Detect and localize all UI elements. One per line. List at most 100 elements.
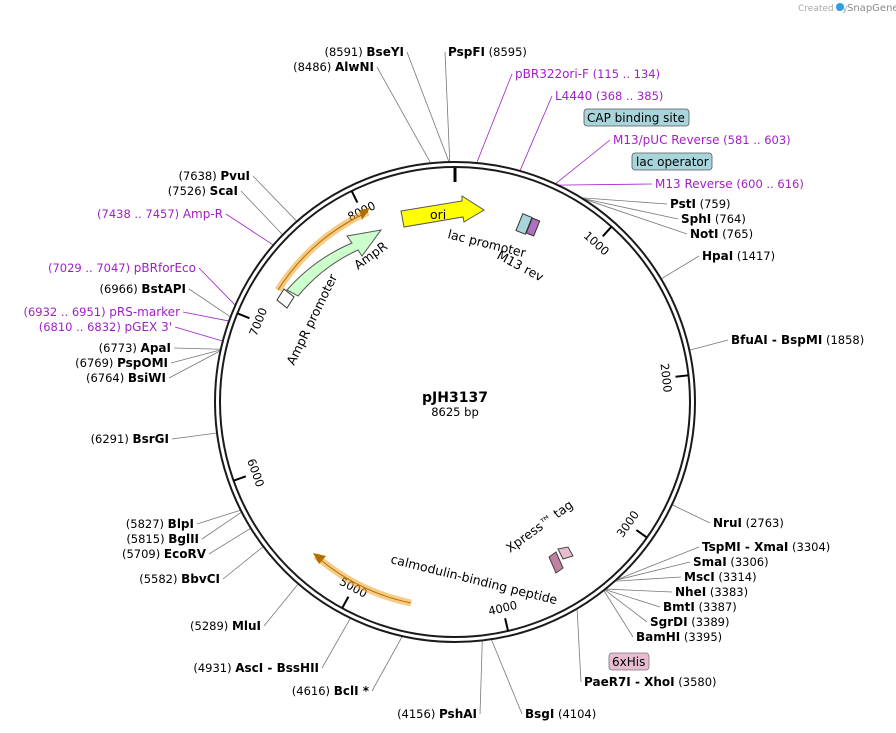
backbone-outer (214, 161, 696, 643)
leader-line (614, 576, 682, 582)
site-label: (5289) MluI (190, 619, 261, 633)
calmodulin-arc-core (315, 555, 412, 604)
leader-line (660, 255, 700, 280)
leader-line (168, 350, 221, 379)
leader-line (576, 608, 582, 683)
site-label: BamHI (3395) (636, 630, 722, 644)
site-label: SphI (764) (681, 212, 746, 226)
tick-label: 3000 (614, 508, 642, 540)
lac-operator-box (631, 152, 713, 171)
leader-line (581, 197, 668, 205)
backbone-inner (219, 166, 691, 638)
leader-line (222, 546, 264, 580)
ampr-arc-head (360, 208, 370, 220)
leader-line (240, 190, 284, 236)
leader-line (557, 183, 653, 186)
leader-line (201, 511, 242, 540)
site-label: MscI (3314) (684, 570, 757, 584)
tick-mark (504, 618, 510, 632)
ori-label: ori (430, 207, 446, 222)
leader-line (321, 617, 351, 669)
tick-label: 2000 (658, 363, 675, 394)
site-label: (6769) PspOMI (75, 356, 168, 370)
leader-line (519, 95, 553, 172)
primer-label: (6932 .. 6951) pRS-marker (23, 305, 180, 319)
leader-line (490, 639, 523, 715)
site-label: SmaI (3306) (693, 555, 769, 569)
site-label: (4616) BclI * (292, 684, 370, 698)
leader-line (170, 349, 221, 364)
leader-line (182, 311, 230, 322)
site-label: (6764) BsiWI (86, 371, 166, 385)
site-label: BmtI (3387) (663, 600, 737, 614)
site-label: (8486) AlwNI (293, 60, 374, 74)
site-leader-lines (168, 51, 729, 715)
leader-line (376, 66, 432, 164)
site-labels: PstI (759)SphI (764)NotI (765)HpaI (1417… (23, 45, 864, 721)
site-label: (4931) AscI - BssHII (193, 661, 319, 675)
leader-line (479, 640, 483, 715)
site-label: (6966) BstAPI (100, 282, 186, 296)
primer-label: (7029 .. 7047) pBRforEco (48, 261, 196, 275)
leader-line (371, 635, 403, 692)
primer-label: M13 Reverse (600 .. 616) (655, 177, 804, 191)
leader-line (555, 139, 611, 185)
leader-line (444, 51, 451, 163)
leader-line (615, 546, 700, 581)
his-tag-label: 6xHis (612, 655, 645, 669)
cap-binding-site-label: CAP binding site (587, 111, 685, 125)
ampr-promoter-feature (276, 288, 295, 309)
tick-mark (341, 596, 350, 609)
his-tag-box (608, 652, 650, 671)
leader-line (225, 213, 274, 246)
primer-label: (7438 .. 7457) Amp-R (97, 207, 223, 221)
ampr-arc-core (277, 211, 369, 291)
site-label: (8591) BseYI (325, 45, 405, 59)
site-label: (5709) EcoRV (122, 547, 207, 561)
leader-line (173, 347, 221, 350)
xpress-label: Xpress™ tag (503, 497, 576, 556)
leader-line (605, 588, 673, 593)
leader-line (476, 73, 513, 164)
tick-mark (675, 374, 689, 378)
credit-brand: SnapGene (847, 3, 896, 14)
site-label: SgrDI (3389) (650, 615, 729, 629)
plasmid-name: pJH3137 (422, 390, 488, 406)
credit-text: Created by (798, 4, 848, 14)
tick-mark (635, 529, 648, 539)
his-tag-feature (548, 551, 564, 574)
site-label: BsgI (4104) (525, 707, 596, 721)
tick-mark (602, 225, 613, 238)
site-label: (5815) BglII (126, 532, 199, 546)
tick-label: 6000 (244, 457, 267, 489)
ampr-feature (286, 229, 383, 297)
site-label: (6773) ApaI (99, 341, 171, 355)
site-label: (7526) ScaI (168, 184, 238, 198)
calmodulin-arc-head (313, 553, 326, 564)
leader-line (581, 197, 688, 235)
leader-line (196, 509, 241, 525)
leader-line (581, 197, 679, 220)
site-label: HpaI (1417) (702, 249, 775, 263)
site-label: (5827) BlpI (126, 517, 194, 531)
leader-line (615, 561, 691, 581)
site-label: NheI (3383) (675, 585, 748, 599)
xpress-tag-feature (557, 546, 574, 560)
tick-label: 7000 (246, 306, 270, 338)
site-label: TspMI - XmaI (3304) (702, 540, 830, 554)
site-label: (7638) PvuI (178, 169, 250, 183)
primer-label: M13/pUC Reverse (581 .. 603) (613, 133, 791, 147)
site-label: (4156) PshAI (397, 707, 477, 721)
site-label: PspFI (8595) (448, 45, 527, 59)
leader-line (208, 527, 252, 555)
leader-line (603, 590, 634, 638)
leader-line (604, 589, 648, 623)
leader-line (188, 288, 231, 318)
site-label: NotI (765) (690, 227, 753, 241)
plasmid-size: 8625 bp (431, 405, 479, 419)
leader-line (198, 267, 236, 306)
tick-label: 1000 (581, 228, 612, 258)
snapgene-logo-icon (836, 3, 844, 11)
site-label: NruI (2763) (713, 516, 784, 530)
leader-line (689, 339, 729, 351)
